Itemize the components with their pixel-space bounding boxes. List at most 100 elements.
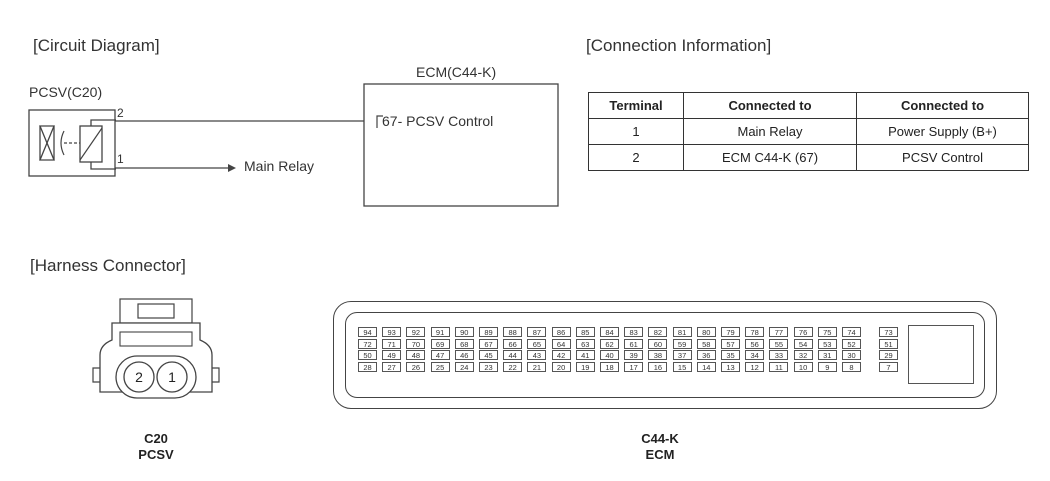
ecm-pin: 23 <box>479 361 498 372</box>
ecm-caption-code: C44-K <box>641 431 679 446</box>
ecm-pin: 24 <box>454 361 474 372</box>
ecm-pin: 73 <box>879 327 898 337</box>
ecm-pin: 14 <box>696 361 716 372</box>
ecm-pin: 42 <box>551 350 571 360</box>
ecm-pin: 67 <box>479 338 498 349</box>
ecm-pin: 40 <box>600 350 619 360</box>
ecm-pin: 43 <box>527 350 547 360</box>
ecm-pin: 76 <box>793 327 813 337</box>
ecm-pin: 82 <box>648 327 668 337</box>
ecm-pin: 44 <box>503 350 523 360</box>
ecm-pin: 26 <box>406 361 426 372</box>
connection-info-title: [Connection Information] <box>586 36 772 55</box>
ecm-pin: 93 <box>382 327 402 337</box>
ecm-pin: 10 <box>793 361 813 372</box>
arrow-main-relay <box>228 164 236 172</box>
ecm-pin: 88 <box>503 327 523 337</box>
c20-caption-code: C20 <box>144 431 168 446</box>
ecm-pin: 81 <box>672 327 692 337</box>
ecm-pin: 86 <box>551 327 571 337</box>
ecm-pin: 79 <box>721 327 740 337</box>
ecm-pin: 17 <box>624 361 644 372</box>
table-cell: Power Supply (B+) <box>856 118 1029 145</box>
valve-symbol-upper <box>39 125 55 145</box>
ecm-pin: 64 <box>551 338 571 349</box>
ecm-pin: 68 <box>454 338 474 349</box>
ecm-pin: 78 <box>745 327 765 337</box>
ecm-pin: 89 <box>479 327 498 337</box>
ecm-pin: 34 <box>745 350 765 360</box>
ecm-pin: 50 <box>358 350 377 360</box>
ecm-pin: 70 <box>406 338 426 349</box>
ecm-pin: 41 <box>575 350 595 360</box>
ecm-pin: 30 <box>842 350 861 360</box>
table-row: 2 ECM C44-K (67) PCSV Control <box>588 144 1029 171</box>
ecm-pin: 77 <box>769 327 789 337</box>
ecm-pin: 53 <box>817 338 837 349</box>
ecm-pin: 33 <box>769 350 789 360</box>
ecm-pin: 58 <box>696 338 716 349</box>
ecm-pin: 87 <box>527 327 547 337</box>
ecm-pin: 83 <box>624 327 644 337</box>
ecm-pin: 74 <box>842 327 861 337</box>
ecm-pin: 55 <box>769 338 789 349</box>
ecm-pin: 62 <box>600 338 619 349</box>
ecm-caption-name: ECM <box>645 447 675 462</box>
ecm-pin: 75 <box>817 327 837 337</box>
ecm-pin: 20 <box>551 361 571 372</box>
ecm-pin: 27 <box>382 361 402 372</box>
ecm-pin: 31 <box>817 350 837 360</box>
ecm-pin: 45 <box>479 350 498 360</box>
ecm-pin: 19 <box>575 361 595 372</box>
ecm-pin: 56 <box>745 338 765 349</box>
ecm-pin: 21 <box>527 361 547 372</box>
ecm-pin: 32 <box>793 350 813 360</box>
table-cell: PCSV Control <box>856 144 1029 171</box>
ecm-pin: 84 <box>600 327 619 337</box>
ecm-right-block-outline <box>908 325 974 384</box>
ecm-pin: 69 <box>430 338 450 349</box>
ecm-pin: 49 <box>382 350 402 360</box>
ecm-pin: 94 <box>358 327 377 337</box>
c20-caption: C20 PCSV <box>118 431 194 463</box>
ecm-pin: 16 <box>648 361 668 372</box>
ecm-pin: 47 <box>430 350 450 360</box>
ecm-pin: 52 <box>842 338 861 349</box>
table-header-row: Terminal Connected to Connected to <box>588 92 1029 119</box>
ecm-pin: 60 <box>648 338 668 349</box>
main-relay-label: Main Relay <box>244 158 315 174</box>
ecm-pin: 85 <box>575 327 595 337</box>
ecm-pin: 71 <box>382 338 402 349</box>
ecm-pin: 39 <box>624 350 644 360</box>
ecm-pin: 91 <box>430 327 450 337</box>
ecm-terminal-mark <box>376 115 383 128</box>
c20-pin-2-cavity <box>123 361 155 393</box>
table-cell: 2 <box>588 144 684 171</box>
ecm-pin: 36 <box>696 350 716 360</box>
ecm-pin: 18 <box>600 361 619 372</box>
c20-pin-1-label: 1 <box>168 369 176 385</box>
ecm-box <box>363 83 559 207</box>
ecm-pin: 57 <box>721 338 740 349</box>
ecm-pin: 35 <box>721 350 740 360</box>
ecm-pin: 92 <box>406 327 426 337</box>
header-terminal: Terminal <box>588 92 684 119</box>
ecm-pin: 61 <box>624 338 644 349</box>
actuation-arc <box>60 130 65 156</box>
connection-table: Terminal Connected to Connected to 1 Mai… <box>588 92 1029 171</box>
ecm-pin: 90 <box>454 327 474 337</box>
ecm-connector-inner <box>345 312 985 398</box>
harness-connector-title: [Harness Connector] <box>30 256 186 275</box>
pin-2-label: 2 <box>117 106 124 120</box>
ecm-pin: 12 <box>745 361 765 372</box>
table-cell: ECM C44-K (67) <box>683 144 857 171</box>
ecm-pin: 7 <box>879 361 898 372</box>
circuit-diagram-title: [Circuit Diagram] <box>33 36 160 55</box>
c20-pin-1-cavity <box>156 361 188 393</box>
pin-1-label: 1 <box>117 152 124 166</box>
header-connected-to-1: Connected to <box>683 92 857 119</box>
ecm-pin: 28 <box>358 361 377 372</box>
pcsv-label: PCSV(C20) <box>29 84 103 100</box>
